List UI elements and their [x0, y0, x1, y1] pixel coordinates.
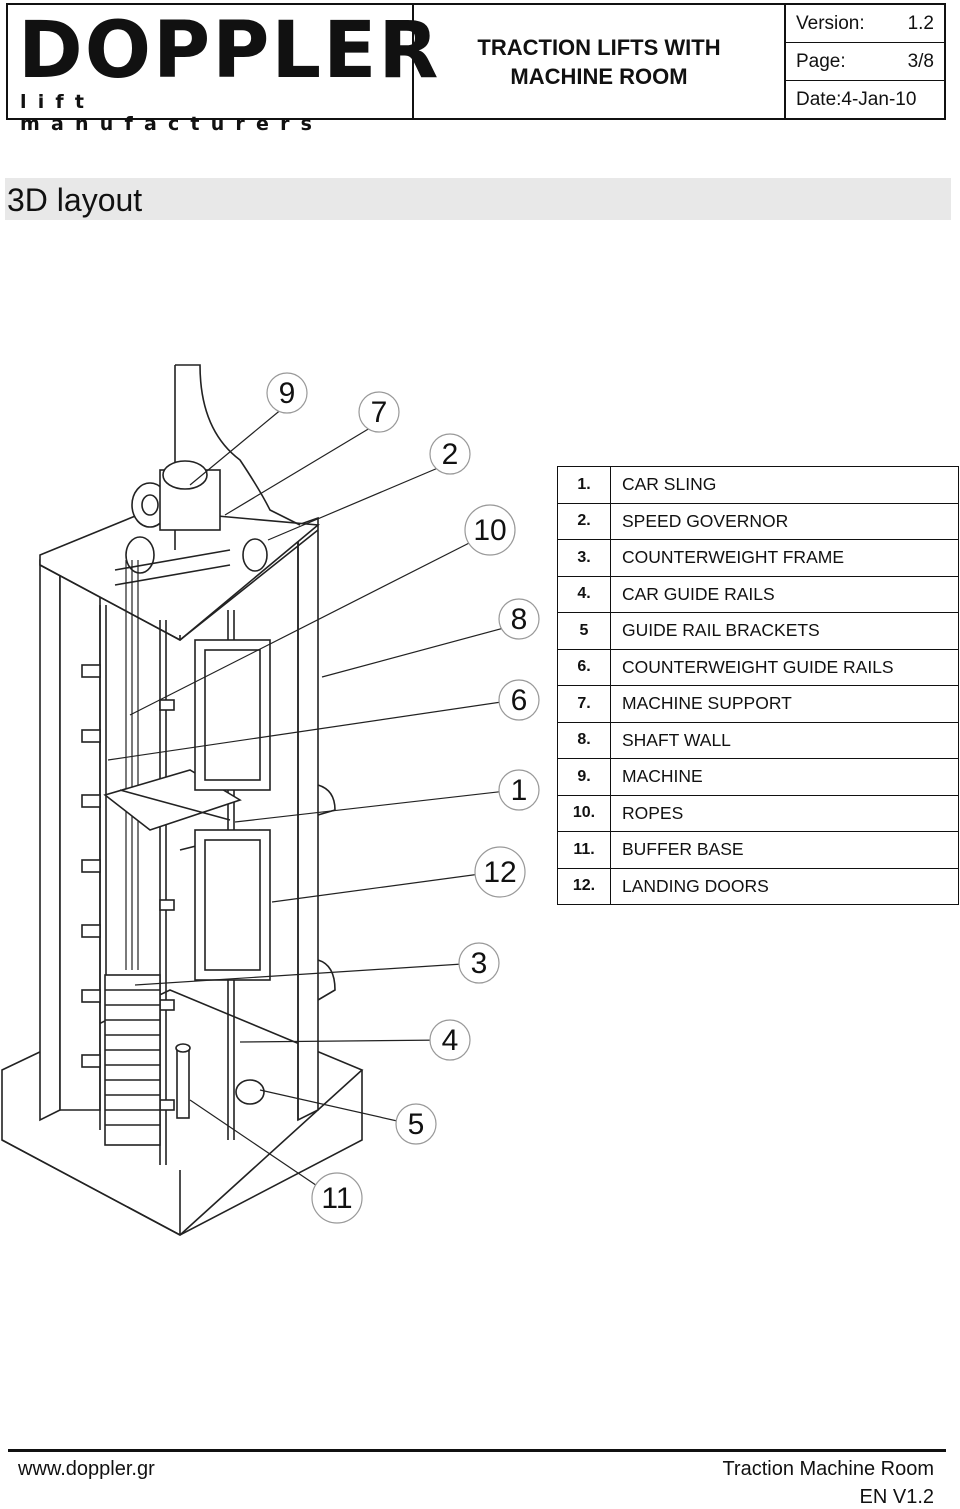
counterweight-frame: [104, 974, 161, 1146]
legend-number: 5: [557, 612, 611, 650]
footer-document-title: Traction Machine Room: [722, 1458, 934, 1480]
table-row: 6.COUNTERWEIGHT GUIDE RAILS: [557, 648, 959, 686]
legend-label: MACHINE SUPPORT: [610, 685, 959, 723]
date-row: Date:4-Jan-10: [786, 81, 944, 118]
callout-circles: [266, 372, 540, 1224]
legend-number: 1.: [557, 466, 611, 504]
table-row: 3.COUNTERWEIGHT FRAME: [557, 539, 959, 577]
legend-number: 12.: [557, 867, 611, 905]
table-row: 7.MACHINE SUPPORT: [557, 685, 959, 723]
legend-label: CAR SLING: [610, 466, 959, 504]
legend-label: SHAFT WALL: [610, 721, 959, 759]
document-header: DOPPLER lift manufacturers TRACTION LIFT…: [6, 3, 946, 135]
logo-tagline: lift manufacturers: [20, 91, 324, 135]
page-row: Page: 3/8: [786, 43, 944, 81]
company-logo: DOPPLER lift manufacturers: [8, 5, 438, 135]
callout-8: 8: [511, 603, 528, 636]
footer-divider: [8, 1449, 946, 1452]
legend-number: 9.: [557, 758, 611, 796]
version-value: 1.2: [907, 12, 934, 34]
legend-number: 2.: [557, 502, 611, 540]
table-row: 10.ROPES: [557, 794, 959, 832]
legend-number: 10.: [557, 794, 611, 832]
footer-document-version: EN V1.2: [859, 1486, 934, 1508]
logo-wordmark: DOPPLER: [18, 6, 441, 96]
legend-number: 7.: [557, 685, 611, 723]
legend-label: GUIDE RAIL BRACKETS: [610, 612, 959, 650]
callout-2: 2: [442, 438, 459, 471]
document-title-cell: TRACTION LIFTS WITH MACHINE ROOM: [414, 5, 786, 118]
table-row: 4.CAR GUIDE RAILS: [557, 575, 959, 613]
legend-number: 6.: [557, 648, 611, 686]
legend-label: MACHINE: [610, 758, 959, 796]
footer-website: www.doppler.gr: [18, 1458, 155, 1480]
callout-4: 4: [442, 1024, 459, 1057]
callout-11: 11: [321, 1182, 352, 1215]
table-row: 11.BUFFER BASE: [557, 831, 959, 869]
callout-7: 7: [371, 396, 388, 429]
callout-1: 1: [511, 774, 528, 807]
document-title: TRACTION LIFTS WITH MACHINE ROOM: [477, 34, 721, 89]
legend-label: BUFFER BASE: [610, 831, 959, 869]
legend-label: COUNTERWEIGHT GUIDE RAILS: [610, 648, 959, 686]
callout-5: 5: [408, 1108, 425, 1141]
version-row: Version: 1.2: [786, 5, 944, 43]
callout-9: 9: [279, 377, 296, 410]
legend-number: 3.: [557, 539, 611, 577]
traction-machine: [114, 460, 268, 586]
components-legend: 1.CAR SLING 2.SPEED GOVERNOR 3.COUNTERWE…: [557, 466, 959, 905]
legend-label: SPEED GOVERNOR: [610, 502, 959, 540]
table-row: 12.LANDING DOORS: [557, 867, 959, 905]
callout-6: 6: [511, 684, 528, 717]
table-row: 9.MACHINE: [557, 758, 959, 796]
callout-3: 3: [471, 947, 488, 980]
page-label: Page:: [796, 50, 846, 72]
table-row: 2.SPEED GOVERNOR: [557, 502, 959, 540]
page-value: 3/8: [907, 50, 934, 72]
legend-label: CAR GUIDE RAILS: [610, 575, 959, 613]
table-row: 1.CAR SLING: [557, 466, 959, 504]
document-meta: Version: 1.2 Page: 3/8 Date:4-Jan-10: [786, 5, 944, 118]
ropes: [125, 560, 139, 970]
landing-doors: [194, 639, 271, 981]
version-label: Version:: [796, 12, 865, 34]
legend-label: ROPES: [610, 794, 959, 832]
leader-lines: [107, 407, 516, 1199]
legend-number: 4.: [557, 575, 611, 613]
callout-numbers: 9 7 2 10 8 6 1 12 3 4 5 11: [279, 377, 528, 1215]
callout-10: 10: [473, 514, 506, 547]
legend-label: LANDING DOORS: [610, 867, 959, 905]
legend-number: 8.: [557, 721, 611, 759]
legend-number: 11.: [557, 831, 611, 869]
shaft-walls: [39, 516, 319, 1122]
callout-12: 12: [483, 856, 516, 889]
section-heading: 3D layout: [5, 178, 951, 220]
buffer: [175, 1043, 265, 1119]
lift-3d-drawing: 9 7 2 10 8 6 1 12 3 4 5 11: [1, 364, 540, 1236]
legend-label: COUNTERWEIGHT FRAME: [610, 539, 959, 577]
table-row: 8.SHAFT WALL: [557, 721, 959, 759]
date-text: Date:4-Jan-10: [796, 88, 917, 110]
